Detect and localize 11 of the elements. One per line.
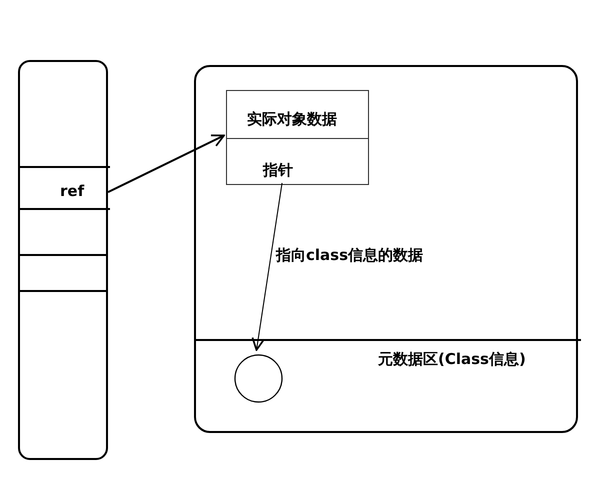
arrow [252,182,283,351]
edge-label: 指向class信息的数据 [276,246,424,264]
stack-slot [20,166,110,210]
node-text: 指针 [263,161,293,179]
object-box [226,90,369,185]
node-text: 实际对象数据 [247,110,337,128]
heap-area [194,65,578,433]
arrow [108,134,225,194]
node-text: 元数据区(Class信息) [378,350,526,368]
node-text: ref [60,182,84,200]
stack-frame [18,60,108,460]
